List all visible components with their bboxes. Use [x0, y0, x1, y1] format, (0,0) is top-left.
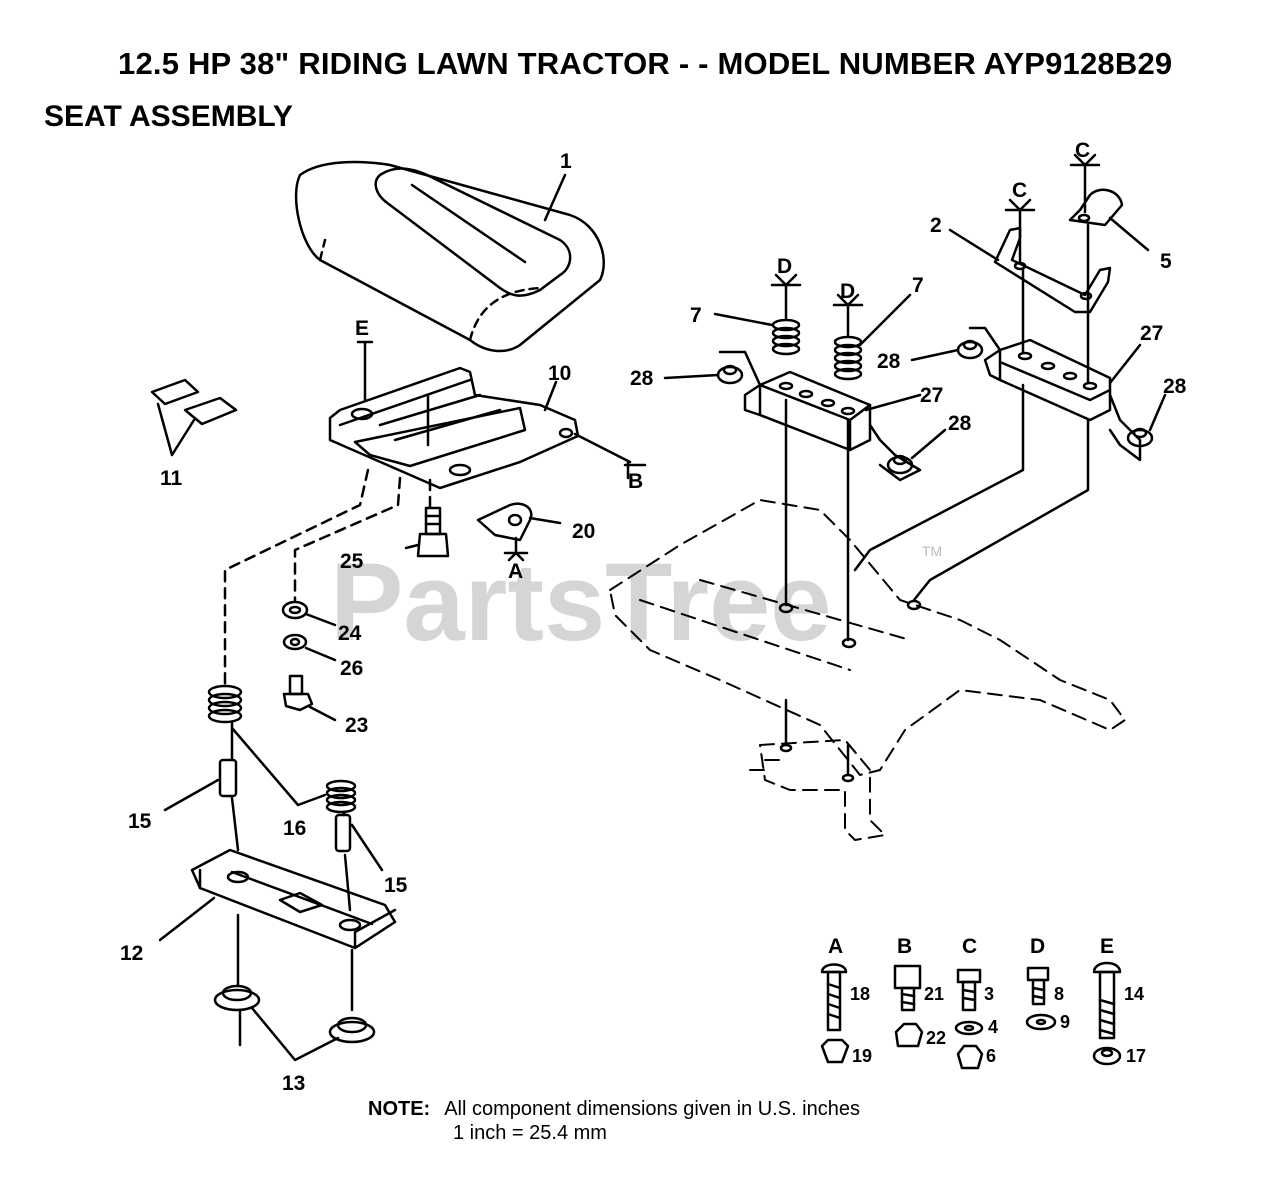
key-part-17: 17	[1126, 1046, 1146, 1066]
washer-24	[281, 600, 337, 627]
key-col-e: E	[1100, 935, 1114, 958]
seat-pads	[150, 378, 238, 457]
callout-1: 1	[560, 150, 572, 173]
ref-letter-d1: D	[777, 255, 792, 278]
callout-13: 13	[282, 1072, 305, 1095]
hardware-key: A 18 19 B 21 22 C 3 4 6 D 8 9 E	[820, 935, 1146, 1070]
key-col-b: B	[897, 935, 912, 958]
callout-2: 2	[930, 214, 942, 237]
key-col-d: D	[1030, 935, 1045, 958]
key-part-22: 22	[926, 1028, 946, 1048]
callout-7a: 7	[690, 304, 702, 327]
callout-23: 23	[345, 714, 368, 737]
key-part-3: 3	[984, 984, 994, 1004]
grommet-28d	[1126, 393, 1167, 448]
key-part-19: 19	[852, 1046, 872, 1066]
clip-5	[1068, 153, 1150, 384]
spring-7b	[832, 293, 912, 381]
key-part-8: 8	[1054, 984, 1064, 1004]
watermark: PartsTree	[330, 541, 831, 664]
callout-20: 20	[572, 520, 595, 543]
callout-28c: 28	[877, 350, 901, 373]
bushing-13a	[213, 984, 261, 1012]
bolt-23	[282, 674, 337, 722]
ref-letter-c2: C	[1075, 139, 1090, 162]
mount-block-27b	[968, 326, 1142, 462]
callout-15a: 15	[128, 810, 152, 833]
lockwasher-26	[282, 633, 337, 662]
key-col-a: A	[828, 935, 843, 958]
frame-mount-lines	[778, 383, 1090, 783]
callout-28b: 28	[948, 412, 972, 435]
note-line-2: 1 inch = 25.4 mm	[453, 1122, 607, 1144]
key-part-14: 14	[1124, 984, 1144, 1004]
callout-12: 12	[120, 942, 143, 965]
spacer-15b	[334, 813, 384, 872]
ref-letter-a: A	[508, 560, 523, 583]
grommet-28c	[910, 339, 984, 362]
key-part-9: 9	[1060, 1012, 1070, 1032]
callout-labels: 1 2 5 7 7 10 11 12 13 15 15 16 20 23 24 …	[120, 139, 1187, 1095]
grommet-28a	[663, 364, 744, 385]
ref-letter-b: B	[628, 470, 643, 493]
assembly-title: SEAT ASSEMBLY	[44, 100, 293, 133]
spring-7a	[713, 273, 802, 356]
bushing-13b	[328, 1016, 376, 1044]
leader-13	[250, 1006, 340, 1062]
key-part-6: 6	[986, 1046, 996, 1066]
spring-16b	[325, 779, 357, 814]
callout-27b: 27	[1140, 322, 1163, 345]
spring-16a	[207, 684, 243, 724]
key-part-21: 21	[924, 984, 944, 1004]
callout-28d: 28	[1163, 375, 1187, 398]
dimension-note: NOTE: All component dimensions given in U…	[368, 1098, 860, 1144]
watermark-tm: TM	[922, 543, 942, 559]
leader-16	[230, 726, 327, 807]
callout-24: 24	[338, 622, 362, 645]
clamp-bracket	[476, 502, 562, 562]
callout-25: 25	[340, 550, 364, 573]
grommet-28b	[886, 428, 947, 475]
key-part-18: 18	[850, 984, 870, 1004]
callout-10: 10	[548, 362, 571, 385]
assembly-lines	[223, 468, 432, 692]
marker-e	[356, 340, 374, 402]
ref-letter-e: E	[355, 317, 369, 340]
callout-16: 16	[283, 817, 306, 840]
callout-15b: 15	[384, 874, 408, 897]
ref-letter-d2: D	[840, 280, 855, 303]
seat-base-plate	[158, 848, 397, 950]
callout-28a: 28	[630, 367, 654, 390]
callout-27a: 27	[920, 384, 943, 407]
key-part-4: 4	[988, 1017, 998, 1037]
tractor-frame	[609, 499, 1126, 841]
callout-11: 11	[160, 467, 183, 490]
spacer-15a	[163, 758, 238, 812]
seat-cushion	[294, 160, 605, 353]
note-line-1: All component dimensions given in U.S. i…	[444, 1098, 860, 1120]
note-label: NOTE:	[368, 1098, 431, 1120]
diagram-title: 12.5 HP 38" RIDING LAWN TRACTOR - - MODE…	[118, 46, 1173, 81]
ref-letter-c1: C	[1012, 179, 1027, 202]
callout-5: 5	[1160, 250, 1172, 273]
key-col-c: C	[962, 935, 977, 958]
seat-pan	[328, 366, 647, 490]
mount-block-27a	[718, 350, 922, 482]
callout-26: 26	[340, 657, 363, 680]
shoulder-bolt	[404, 506, 450, 558]
callout-7b: 7	[912, 274, 924, 297]
